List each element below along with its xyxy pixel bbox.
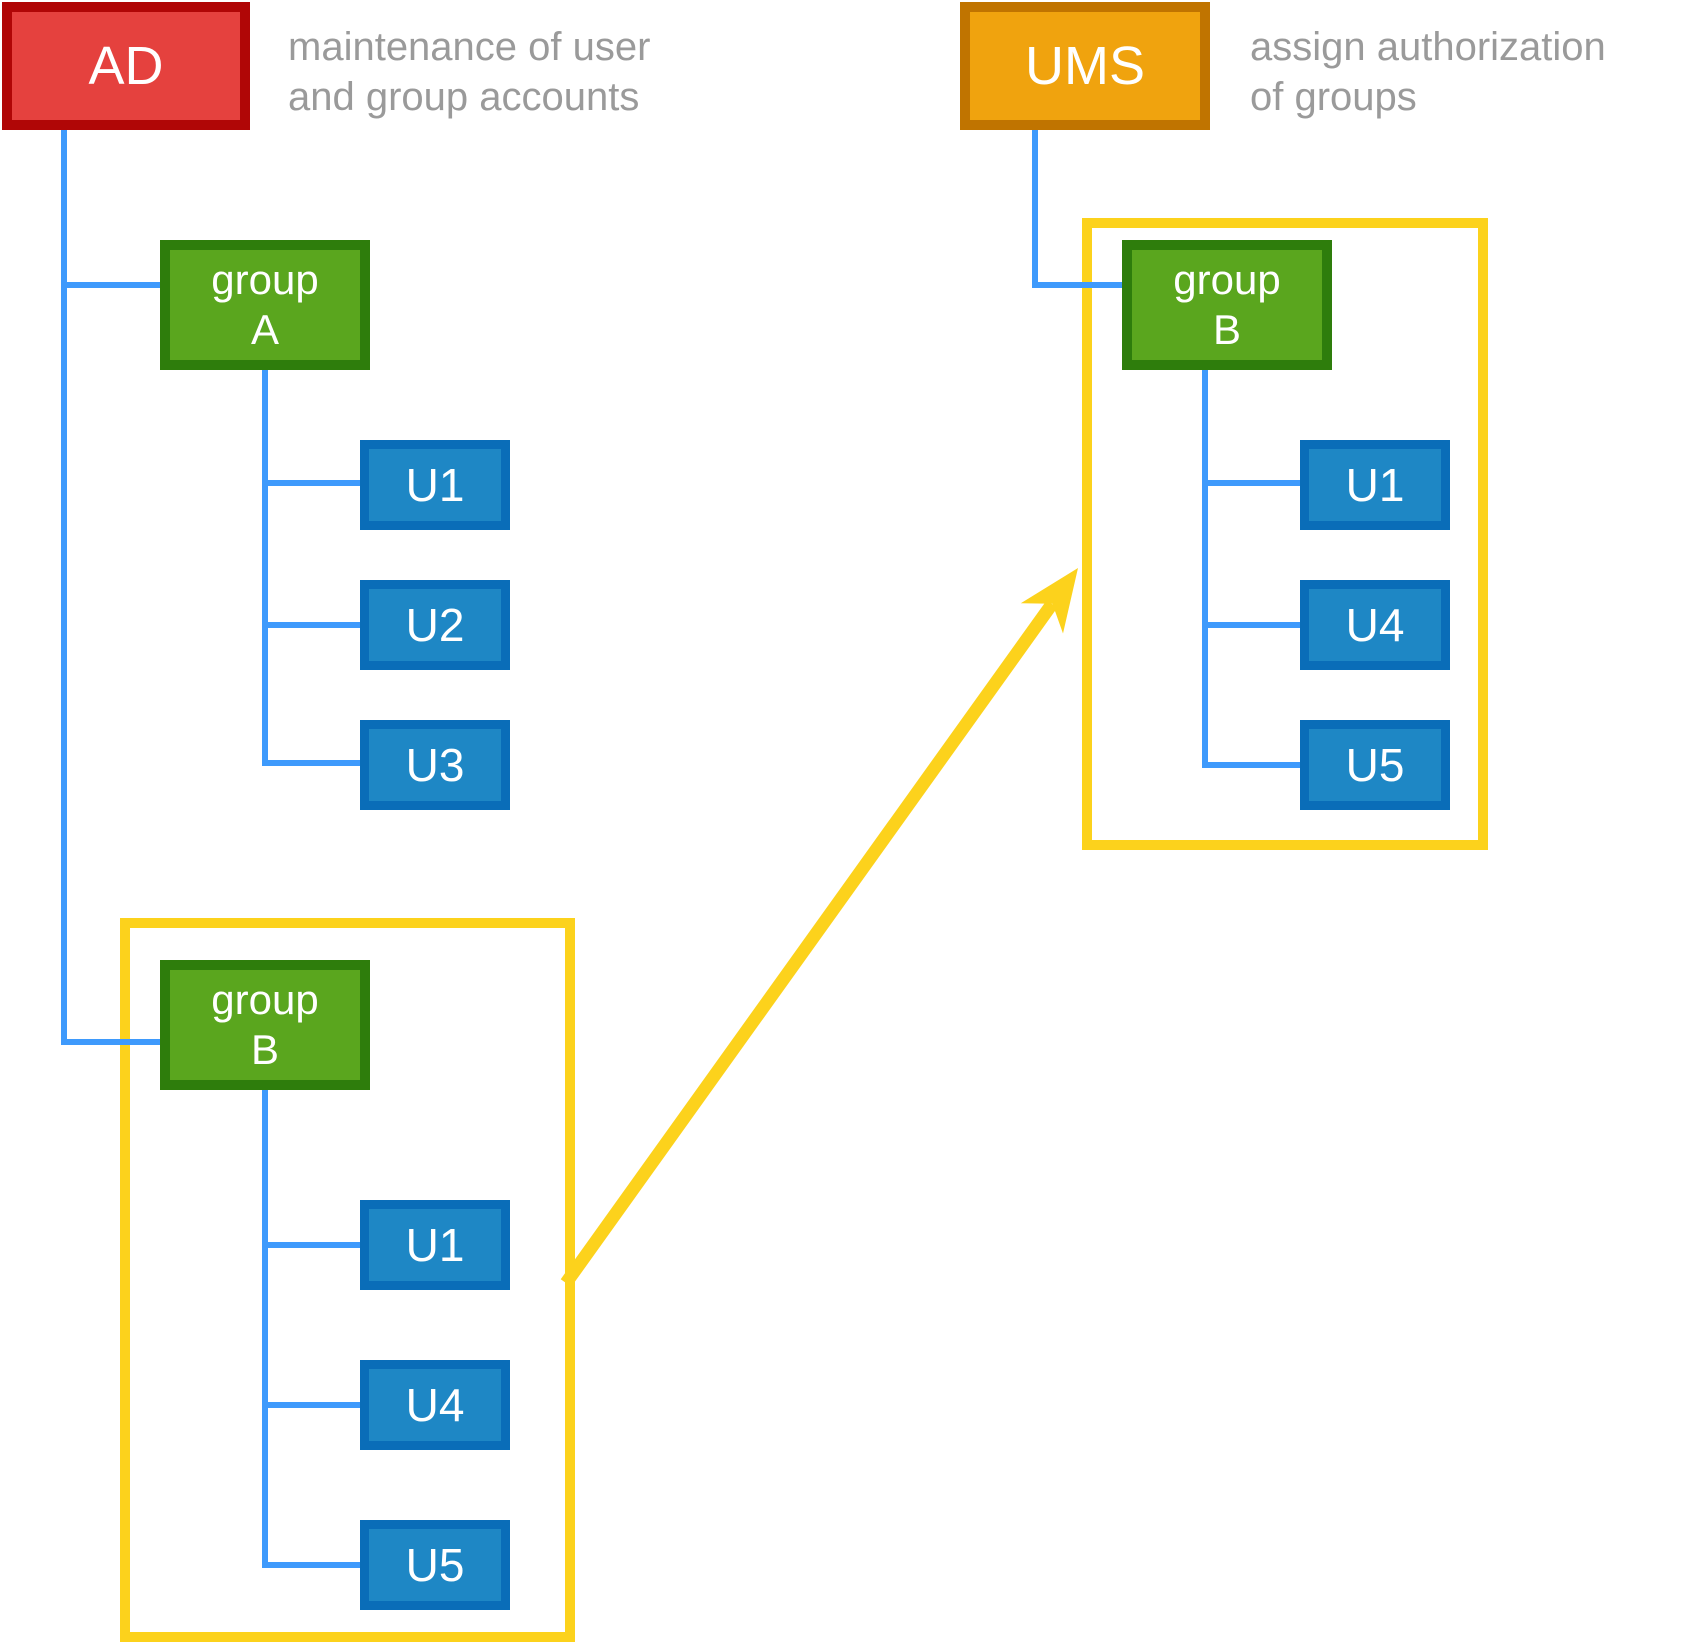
connector-ums-drop <box>1032 130 1038 288</box>
ums-caption-line2: of groups <box>1250 75 1417 119</box>
connector-group-b-left-u4 <box>262 1402 360 1408</box>
ad-node: AD <box>2 2 250 130</box>
connector-group-b-right-u4 <box>1202 622 1300 628</box>
group-b-right-label-line2: B <box>1212 306 1241 353</box>
ad-caption: maintenance of user and group accounts <box>288 22 650 122</box>
connector-ad-group-b <box>61 1039 160 1045</box>
connector-group-b-left-u5 <box>262 1562 360 1568</box>
connector-group-b-right-u5 <box>1202 762 1300 768</box>
group-b-right-label-line1: group <box>1173 256 1281 303</box>
user-label: U3 <box>405 739 465 791</box>
ums-caption-line1: assign authorization <box>1250 25 1606 69</box>
connector-group-b-left-drop <box>262 1090 268 1568</box>
group-b-right-frame <box>1082 218 1488 850</box>
user-node-group-b-left-u1: U1 <box>360 1200 510 1290</box>
connector-group-a-u1 <box>262 480 360 486</box>
connector-group-b-right-drop <box>1202 370 1208 768</box>
connector-ad-trunk <box>61 130 67 1045</box>
connector-group-b-left-u1 <box>262 1242 360 1248</box>
group-a-node: group A <box>160 240 370 370</box>
connector-group-a-drop <box>262 370 268 766</box>
group-a-label-line2: A <box>250 306 279 353</box>
group-a-label-line1: group <box>211 256 319 303</box>
ad-caption-line1: maintenance of user <box>288 25 651 69</box>
group-b-right-node: group B <box>1122 240 1332 370</box>
user-node-group-b-right-u5: U5 <box>1300 720 1450 810</box>
user-label: U1 <box>405 1219 465 1271</box>
connector-group-a-u2 <box>262 622 360 628</box>
user-label: U5 <box>405 1539 465 1591</box>
user-node-group-a-u3: U3 <box>360 720 510 810</box>
user-label: U4 <box>405 1379 465 1431</box>
user-node-group-b-left-u4: U4 <box>360 1360 510 1450</box>
assignment-arrow-shaft <box>560 600 1058 1287</box>
group-b-left-label-line1: group <box>211 976 319 1023</box>
user-label: U1 <box>405 459 465 511</box>
ums-label: UMS <box>1025 36 1145 96</box>
ad-caption-line2: and group accounts <box>288 75 640 119</box>
ad-label: AD <box>88 36 164 96</box>
group-b-left-node: group B <box>160 960 370 1090</box>
connector-ad-group-a <box>61 282 160 288</box>
user-label: U2 <box>405 599 465 651</box>
ums-node: UMS <box>960 2 1210 130</box>
connector-group-b-right-u1 <box>1202 480 1300 486</box>
user-label: U4 <box>1345 599 1405 651</box>
group-b-left-label-line2: B <box>250 1026 279 1073</box>
connector-group-a-u3 <box>262 760 360 766</box>
user-label: U1 <box>1345 459 1405 511</box>
ums-caption: assign authorization of groups <box>1250 22 1606 122</box>
user-node-group-a-u1: U1 <box>360 440 510 530</box>
user-node-group-b-right-u1: U1 <box>1300 440 1450 530</box>
connector-ums-group-b <box>1035 282 1122 288</box>
assignment-arrowhead-icon <box>1020 568 1078 634</box>
user-label: U5 <box>1345 739 1405 791</box>
user-node-group-a-u2: U2 <box>360 580 510 670</box>
user-node-group-b-right-u4: U4 <box>1300 580 1450 670</box>
user-node-group-b-left-u5: U5 <box>360 1520 510 1610</box>
